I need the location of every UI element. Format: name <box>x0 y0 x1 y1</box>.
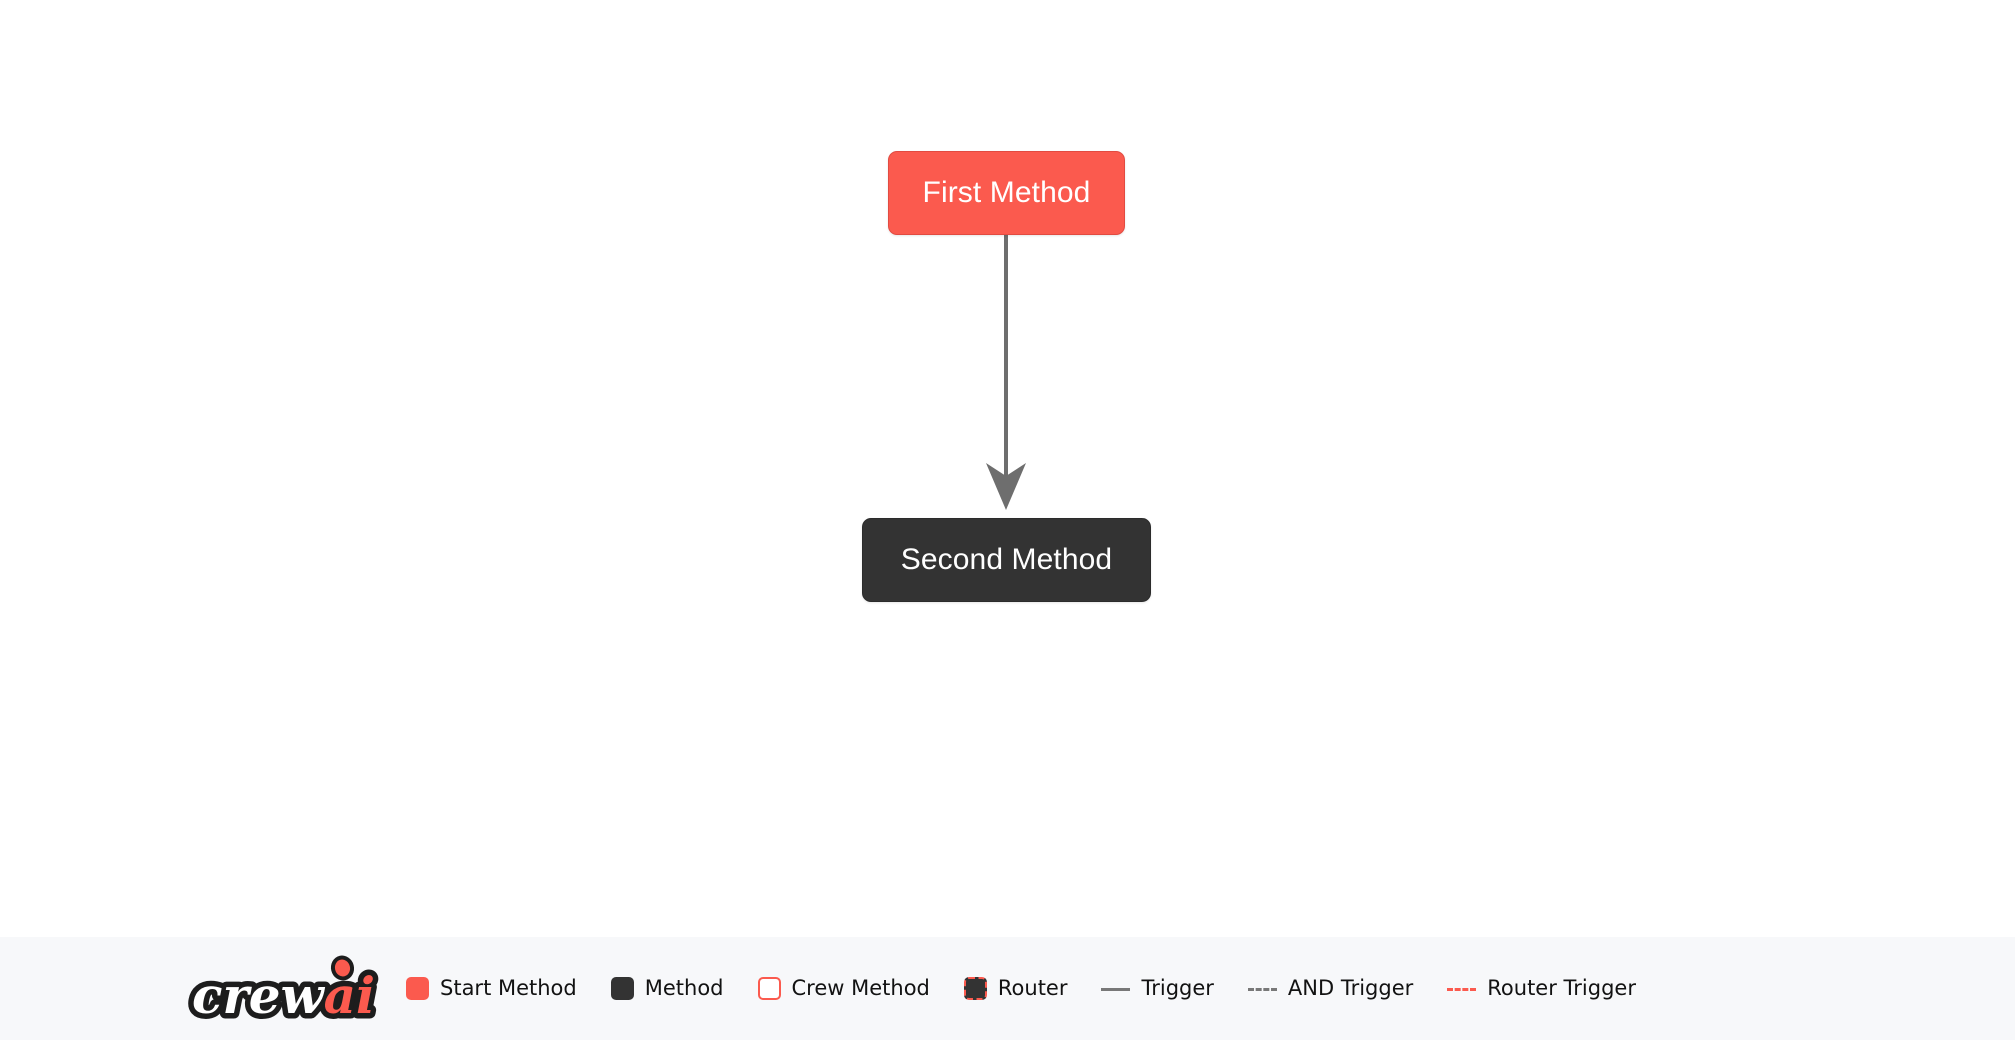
svg-text:crew: crew <box>192 966 326 1025</box>
legend-item-method[interactable]: Method <box>610 976 724 1000</box>
legend-item-router-trigger[interactable]: Router Trigger <box>1447 978 1636 999</box>
legend-item-label: Router Trigger <box>1487 976 1636 1000</box>
legend-item-router[interactable]: Router <box>963 976 1068 1000</box>
legend-item-label: Router <box>997 976 1068 1000</box>
flow-canvas[interactable]: First Method Second Method <box>0 0 2015 937</box>
legend-item-trigger[interactable]: Trigger <box>1101 976 1214 1000</box>
flow-node-second-method[interactable]: Second Method <box>862 518 1151 602</box>
start-method-swatch-icon <box>406 977 429 1000</box>
and-trigger-line-icon <box>1247 987 1277 991</box>
method-swatch-icon <box>610 977 634 1000</box>
crew-method-swatch-icon <box>757 977 781 1000</box>
legend-item-label: Trigger <box>1141 976 1214 1000</box>
arrow-head-icon <box>986 463 1026 510</box>
legend-item-crew-method[interactable]: Crew Method <box>757 976 930 1000</box>
trigger-line-icon <box>1101 987 1131 991</box>
legend-items: Start Method Method Crew Method Router T… <box>406 977 1636 1000</box>
crewai-logo: crewai crew crewai <box>186 951 381 1030</box>
crewai-logo-wordmark: crewai crew crewai <box>187 960 381 1030</box>
router-swatch-icon <box>963 977 987 1000</box>
flow-node-first-method[interactable]: First Method <box>888 151 1125 235</box>
svg-text:crewai: crewai <box>192 966 375 1025</box>
legend-item-label: Crew Method <box>791 976 930 1000</box>
legend-item-label: Method <box>644 976 724 1000</box>
legend-item-label: AND Trigger <box>1287 976 1414 1000</box>
flow-node-label: Second Method <box>900 543 1113 576</box>
legend-item-label: Start Method <box>440 976 577 1000</box>
legend-item-and-trigger[interactable]: AND Trigger <box>1247 976 1414 1000</box>
svg-text:crewai: crewai <box>192 966 375 1025</box>
edge-first-to-second <box>986 235 1026 510</box>
legend-item-start-method[interactable]: Start Method <box>406 977 577 1000</box>
flow-node-label: First Method <box>922 176 1091 209</box>
edge-layer <box>986 235 1026 510</box>
crewai-logo-dot <box>330 955 355 980</box>
legend-bar: crewai crew crewai Start Method Method C… <box>0 937 2015 1040</box>
router-trigger-line-icon <box>1447 987 1477 991</box>
